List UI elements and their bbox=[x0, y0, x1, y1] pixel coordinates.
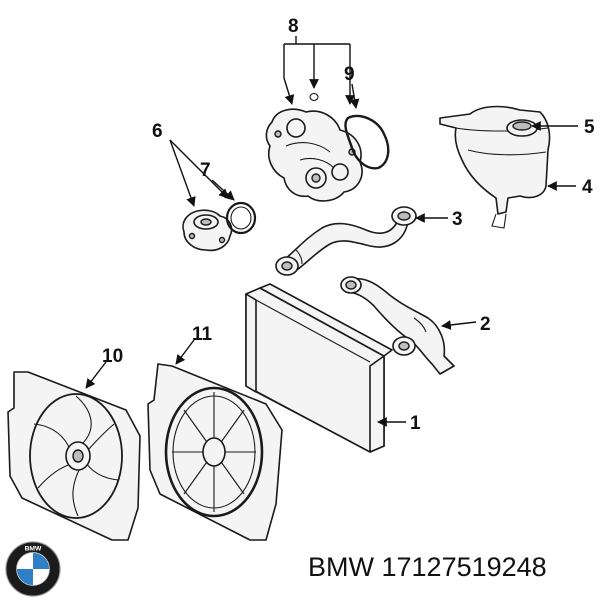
water-pump bbox=[265, 108, 363, 202]
callout-3: 3 bbox=[452, 209, 463, 230]
callout-2: 2 bbox=[480, 314, 491, 335]
thermostat bbox=[182, 209, 233, 252]
o-ring-small bbox=[309, 92, 319, 102]
callout-1: 1 bbox=[410, 413, 421, 434]
expansion-tank-cap bbox=[506, 119, 538, 137]
part-caption: BMW 17127519248 bbox=[308, 552, 547, 583]
callout-7: 7 bbox=[200, 160, 211, 181]
callout-9: 9 bbox=[344, 64, 355, 85]
part-number: 17127519248 bbox=[381, 552, 547, 582]
callout-8: 8 bbox=[288, 16, 299, 37]
electric-fan-assembly bbox=[7, 371, 141, 541]
callout-5: 5 bbox=[584, 117, 595, 138]
callout-11: 11 bbox=[192, 324, 213, 345]
callout-10: 10 bbox=[102, 346, 123, 367]
logo-lettering: BMW bbox=[25, 546, 42, 553]
brand-name: BMW bbox=[308, 552, 374, 582]
callout-6: 6 bbox=[152, 121, 163, 142]
fan-shroud bbox=[147, 363, 283, 541]
thermostat-seal-ring bbox=[225, 201, 257, 235]
callout-labels: 8 9 5 4 6 7 3 2 1 11 10 bbox=[102, 16, 595, 434]
callout-4: 4 bbox=[582, 177, 593, 198]
lower-radiator-hose bbox=[340, 276, 455, 375]
leader-lines bbox=[85, 36, 578, 427]
upper-radiator-hose bbox=[275, 206, 417, 276]
water-pump-gasket bbox=[344, 114, 390, 170]
bmw-roundel-icon: BMW bbox=[5, 541, 61, 597]
radiator bbox=[245, 283, 393, 453]
